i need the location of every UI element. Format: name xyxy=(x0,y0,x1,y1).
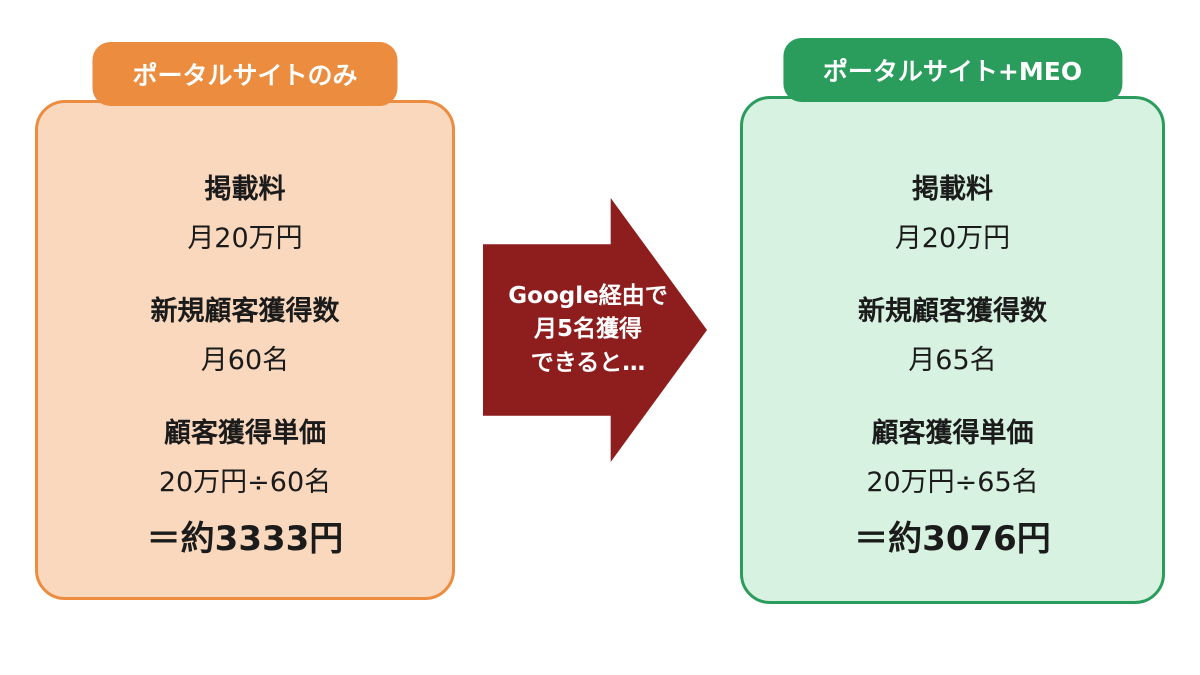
acquisition-cost-result: ＝約3333円 xyxy=(146,518,344,559)
arrow-caption-line-2: 月5名獲得 xyxy=(533,316,642,343)
acquisition-cost-group: 顧客獲得単価 20万円÷60名 ＝約3333円 xyxy=(147,411,344,560)
arrow-caption-line-1: Google経由で xyxy=(508,282,668,309)
listing-fee-label: 掲載料 xyxy=(911,173,993,205)
new-customers-group: 新規顧客獲得数 月60名 xyxy=(150,289,339,377)
listing-fee-group: 掲載料 月20万円 xyxy=(895,167,1010,255)
portal-only-card: ポータルサイトのみ 掲載料 月20万円 新規顧客獲得数 月60名 顧客獲得単価 … xyxy=(35,42,455,600)
acquisition-cost-result: ＝約3076円 xyxy=(854,518,1051,559)
arrow-right-icon: Google経由で 月5名獲得 できると… xyxy=(483,198,707,462)
arrow-caption-line-3: できると… xyxy=(530,349,646,376)
portal-meo-body: 掲載料 月20万円 新規顧客獲得数 月65名 顧客獲得単価 20万円÷65名 ＝… xyxy=(854,141,1051,560)
listing-fee-label: 掲載料 xyxy=(204,173,286,205)
acquisition-cost-group: 顧客獲得単価 20万円÷65名 ＝約3076円 xyxy=(854,411,1051,560)
portal-only-body: 掲載料 月20万円 新規顧客獲得数 月60名 顧客獲得単価 20万円÷60名 ＝… xyxy=(147,141,344,560)
portal-meo-card: ポータルサイト+MEO 掲載料 月20万円 新規顧客獲得数 月65名 顧客獲得単… xyxy=(740,38,1165,604)
portal-only-badge: ポータルサイトのみ xyxy=(92,42,398,106)
portal-meo-badge: ポータルサイト+MEO xyxy=(782,38,1123,102)
acquisition-cost-formula: 20万円÷60名 xyxy=(158,466,332,498)
listing-fee-value: 月20万円 xyxy=(187,222,303,254)
arrow-caption: Google経由で 月5名獲得 できると… xyxy=(508,280,667,380)
listing-fee-group: 掲載料 月20万円 xyxy=(187,167,302,255)
new-customers-value: 月60名 xyxy=(200,344,290,376)
new-customers-label: 新規顧客獲得数 xyxy=(150,295,340,327)
acquisition-cost-label: 顧客獲得単価 xyxy=(871,417,1034,449)
listing-fee-value: 月20万円 xyxy=(894,222,1011,254)
new-customers-label: 新規顧客獲得数 xyxy=(857,295,1047,327)
new-customers-value: 月65名 xyxy=(908,344,997,376)
new-customers-group: 新規顧客獲得数 月65名 xyxy=(858,289,1047,377)
acquisition-cost-formula: 20万円÷65名 xyxy=(866,466,1039,498)
acquisition-cost-label: 顧客獲得単価 xyxy=(163,417,326,449)
